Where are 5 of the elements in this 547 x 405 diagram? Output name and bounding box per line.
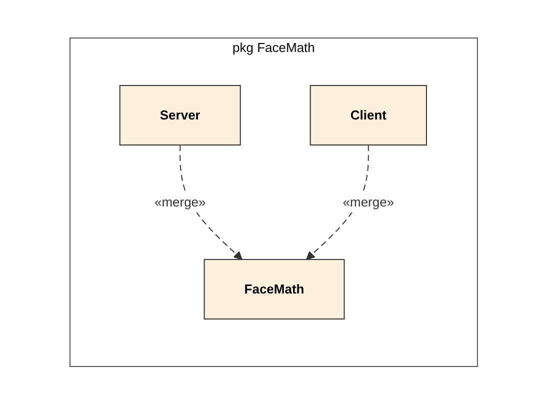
edge-label: «merge»: [342, 194, 394, 210]
node-box: Client: [310, 85, 427, 146]
edge-label: «merge»: [154, 194, 206, 210]
node-box: Server: [119, 85, 241, 146]
node-box: FaceMath: [204, 259, 345, 320]
